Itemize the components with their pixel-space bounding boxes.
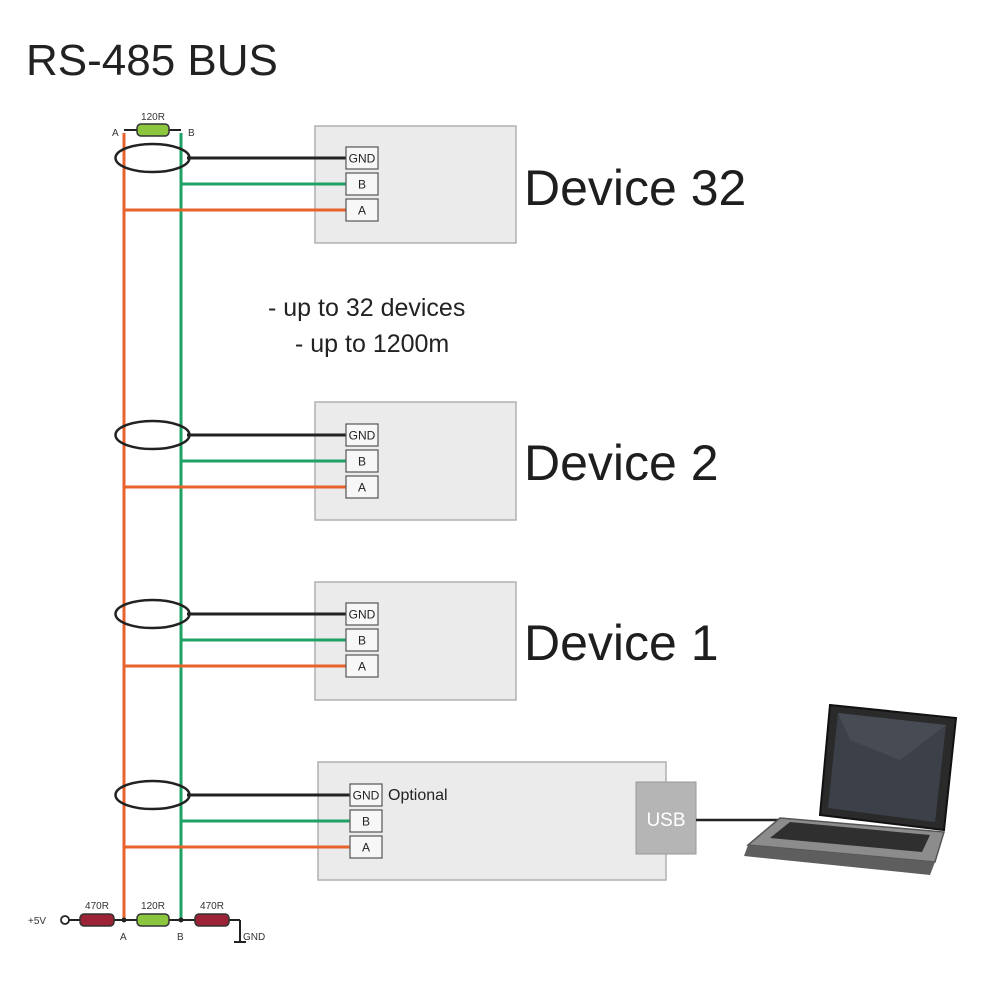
device-2-cable-shield-loop <box>114 419 191 451</box>
device-3-terminal-a-label: A <box>358 660 366 674</box>
device-2-terminal-gnd <box>345 423 379 447</box>
device-2-node: GND BA Device 2 <box>114 401 719 521</box>
device-3-terminal-gnd <box>345 602 379 626</box>
device-1-terminal-a-label: A <box>358 204 366 218</box>
laptop-front-edge <box>744 845 935 875</box>
laptop-keyboard <box>770 822 930 852</box>
device-2-terminal-a-label: A <box>358 481 366 495</box>
converter-terminal-a <box>349 835 383 859</box>
device-2-terminal-b <box>345 449 379 473</box>
bias-node-a <box>121 917 127 923</box>
bottom-line-b-label: B <box>177 932 184 943</box>
device-3-terminal-b <box>345 628 379 652</box>
device-3-terminal-b-label: B <box>358 634 366 648</box>
converter-terminal-gnd-label: GND <box>353 789 380 803</box>
device-3-node: GND BA Device 1 <box>114 581 719 701</box>
bottom-line-a-label: A <box>120 932 127 943</box>
device-3-cable-shield-loop <box>114 598 191 630</box>
diagram-title: RS-485 BUS <box>26 36 278 85</box>
converter-terminal-gnd <box>349 783 383 807</box>
supply-label: +5V <box>28 916 46 927</box>
top-terminator-resistor <box>136 123 170 137</box>
note-max-devices: - up to 32 devices <box>268 294 466 322</box>
note-max-length: - up to 1200m <box>295 330 450 358</box>
device-2-name: Device 2 <box>524 435 719 491</box>
top-line-b-label: B <box>188 128 195 139</box>
supply-terminal <box>60 915 70 925</box>
pullup-resistor <box>79 913 115 927</box>
device-1-cable-shield-loop <box>114 142 191 174</box>
pulldown-label: 470R <box>200 901 224 912</box>
device-1-terminal-gnd-label: GND <box>349 152 376 166</box>
device-1-terminal-b <box>345 172 379 196</box>
device-1-name: Device 32 <box>524 160 746 216</box>
ground-label: GND <box>243 932 265 943</box>
bias-node-b <box>178 917 184 923</box>
converter-terminal-b <box>349 809 383 833</box>
laptop-screen-glare <box>838 713 946 760</box>
usb-port-label: USB <box>646 810 685 831</box>
device-2-terminal-gnd-label: GND <box>349 429 376 443</box>
converter-optional-label: Optional <box>388 787 448 804</box>
device-2-terminal-b-label: B <box>358 455 366 469</box>
bottom-terminator-resistor <box>136 913 170 927</box>
top-terminator-label: 120R <box>141 112 165 123</box>
device-3-terminal-a <box>345 654 379 678</box>
laptop-icon <box>744 703 958 875</box>
converter-terminal-a-label: A <box>362 841 370 855</box>
pullup-label: 470R <box>85 901 109 912</box>
converter-terminal-b-label: B <box>362 815 370 829</box>
bottom-terminator-label: 120R <box>141 901 165 912</box>
device-1-terminal-gnd <box>345 146 379 170</box>
device-3-name: Device 1 <box>524 615 719 671</box>
usb-port-box <box>635 781 697 855</box>
top-line-a-label: A <box>112 128 119 139</box>
converter-cable-shield-loop <box>114 779 191 811</box>
device-2-terminal-a <box>345 475 379 499</box>
laptop-screen <box>828 713 946 822</box>
device-3-terminal-gnd-label: GND <box>349 608 376 622</box>
pulldown-resistor <box>194 913 230 927</box>
device-1-terminal-a <box>345 198 379 222</box>
device-1-terminal-b-label: B <box>358 178 366 192</box>
bus-notes: - up to 32 devices - up to 1200m <box>268 290 465 362</box>
